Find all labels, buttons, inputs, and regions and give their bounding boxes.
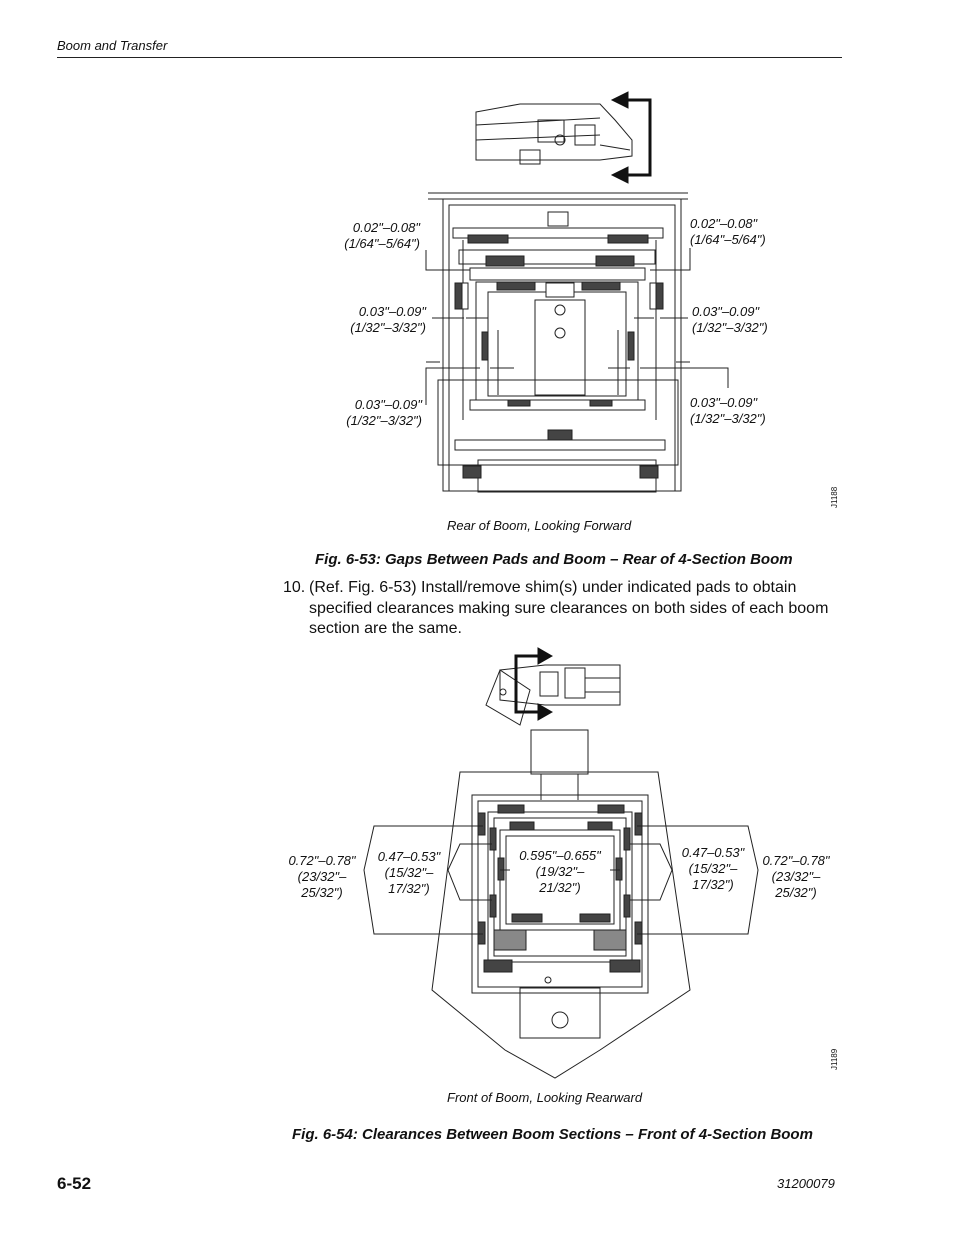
figure-54-caption: Fig. 6-54: Clearances Between Boom Secti… [292,1126,813,1143]
gap-label-mid-right: 0.03"–0.09"(1/32"–3/32") [692,304,768,335]
procedure-step-10: 10. (Ref. Fig. 6-53) Install/remove shim… [283,578,843,640]
figure-54-drawing [363,647,759,1079]
step-text: (Ref. Fig. 6-53) Install/remove shim(s) … [309,579,829,637]
figure-53-caption: Fig. 6-53: Gaps Between Pads and Boom – … [315,551,793,568]
figure-53-subcaption: Rear of Boom, Looking Forward [447,518,632,533]
gap-label-top-left: 0.02"–0.08"(1/64"–5/64") [344,220,420,251]
gap-label-top-right: 0.02"–0.08"(1/64"–5/64") [690,216,766,247]
header-rule [57,57,842,58]
gap-label-low-right: 0.03"–0.09"(1/32"–3/32") [690,395,766,426]
gap-label-mid-left: 0.03"–0.09"(1/32"–3/32") [350,304,426,335]
figure-53-drawing [425,91,729,493]
gap-label-low-left: 0.03"–0.09"(1/32"–3/32") [346,397,422,428]
step-number: 10. [283,579,306,596]
clearance-label-outer-right: 0.72"–0.78"(23/32"–25/32") [762,853,830,900]
clearance-label-inner-right: 0.47–0.53"(15/32"–17/32") [681,845,745,892]
drawing-code-j1189: J1189 [830,1048,839,1070]
document-number: 31200079 [777,1176,835,1191]
page-number: 6-52 [57,1174,92,1193]
clearance-label-outer-left: 0.72"–0.78"(23/32"–25/32") [288,853,356,900]
figure-54-subcaption: Front of Boom, Looking Rearward [447,1090,643,1105]
clearance-label-center: 0.595"–0.655"(19/32"–21/32") [519,848,601,895]
running-header: Boom and Transfer [57,38,168,53]
clearance-label-inner-left: 0.47–0.53"(15/32"–17/32") [377,849,441,896]
